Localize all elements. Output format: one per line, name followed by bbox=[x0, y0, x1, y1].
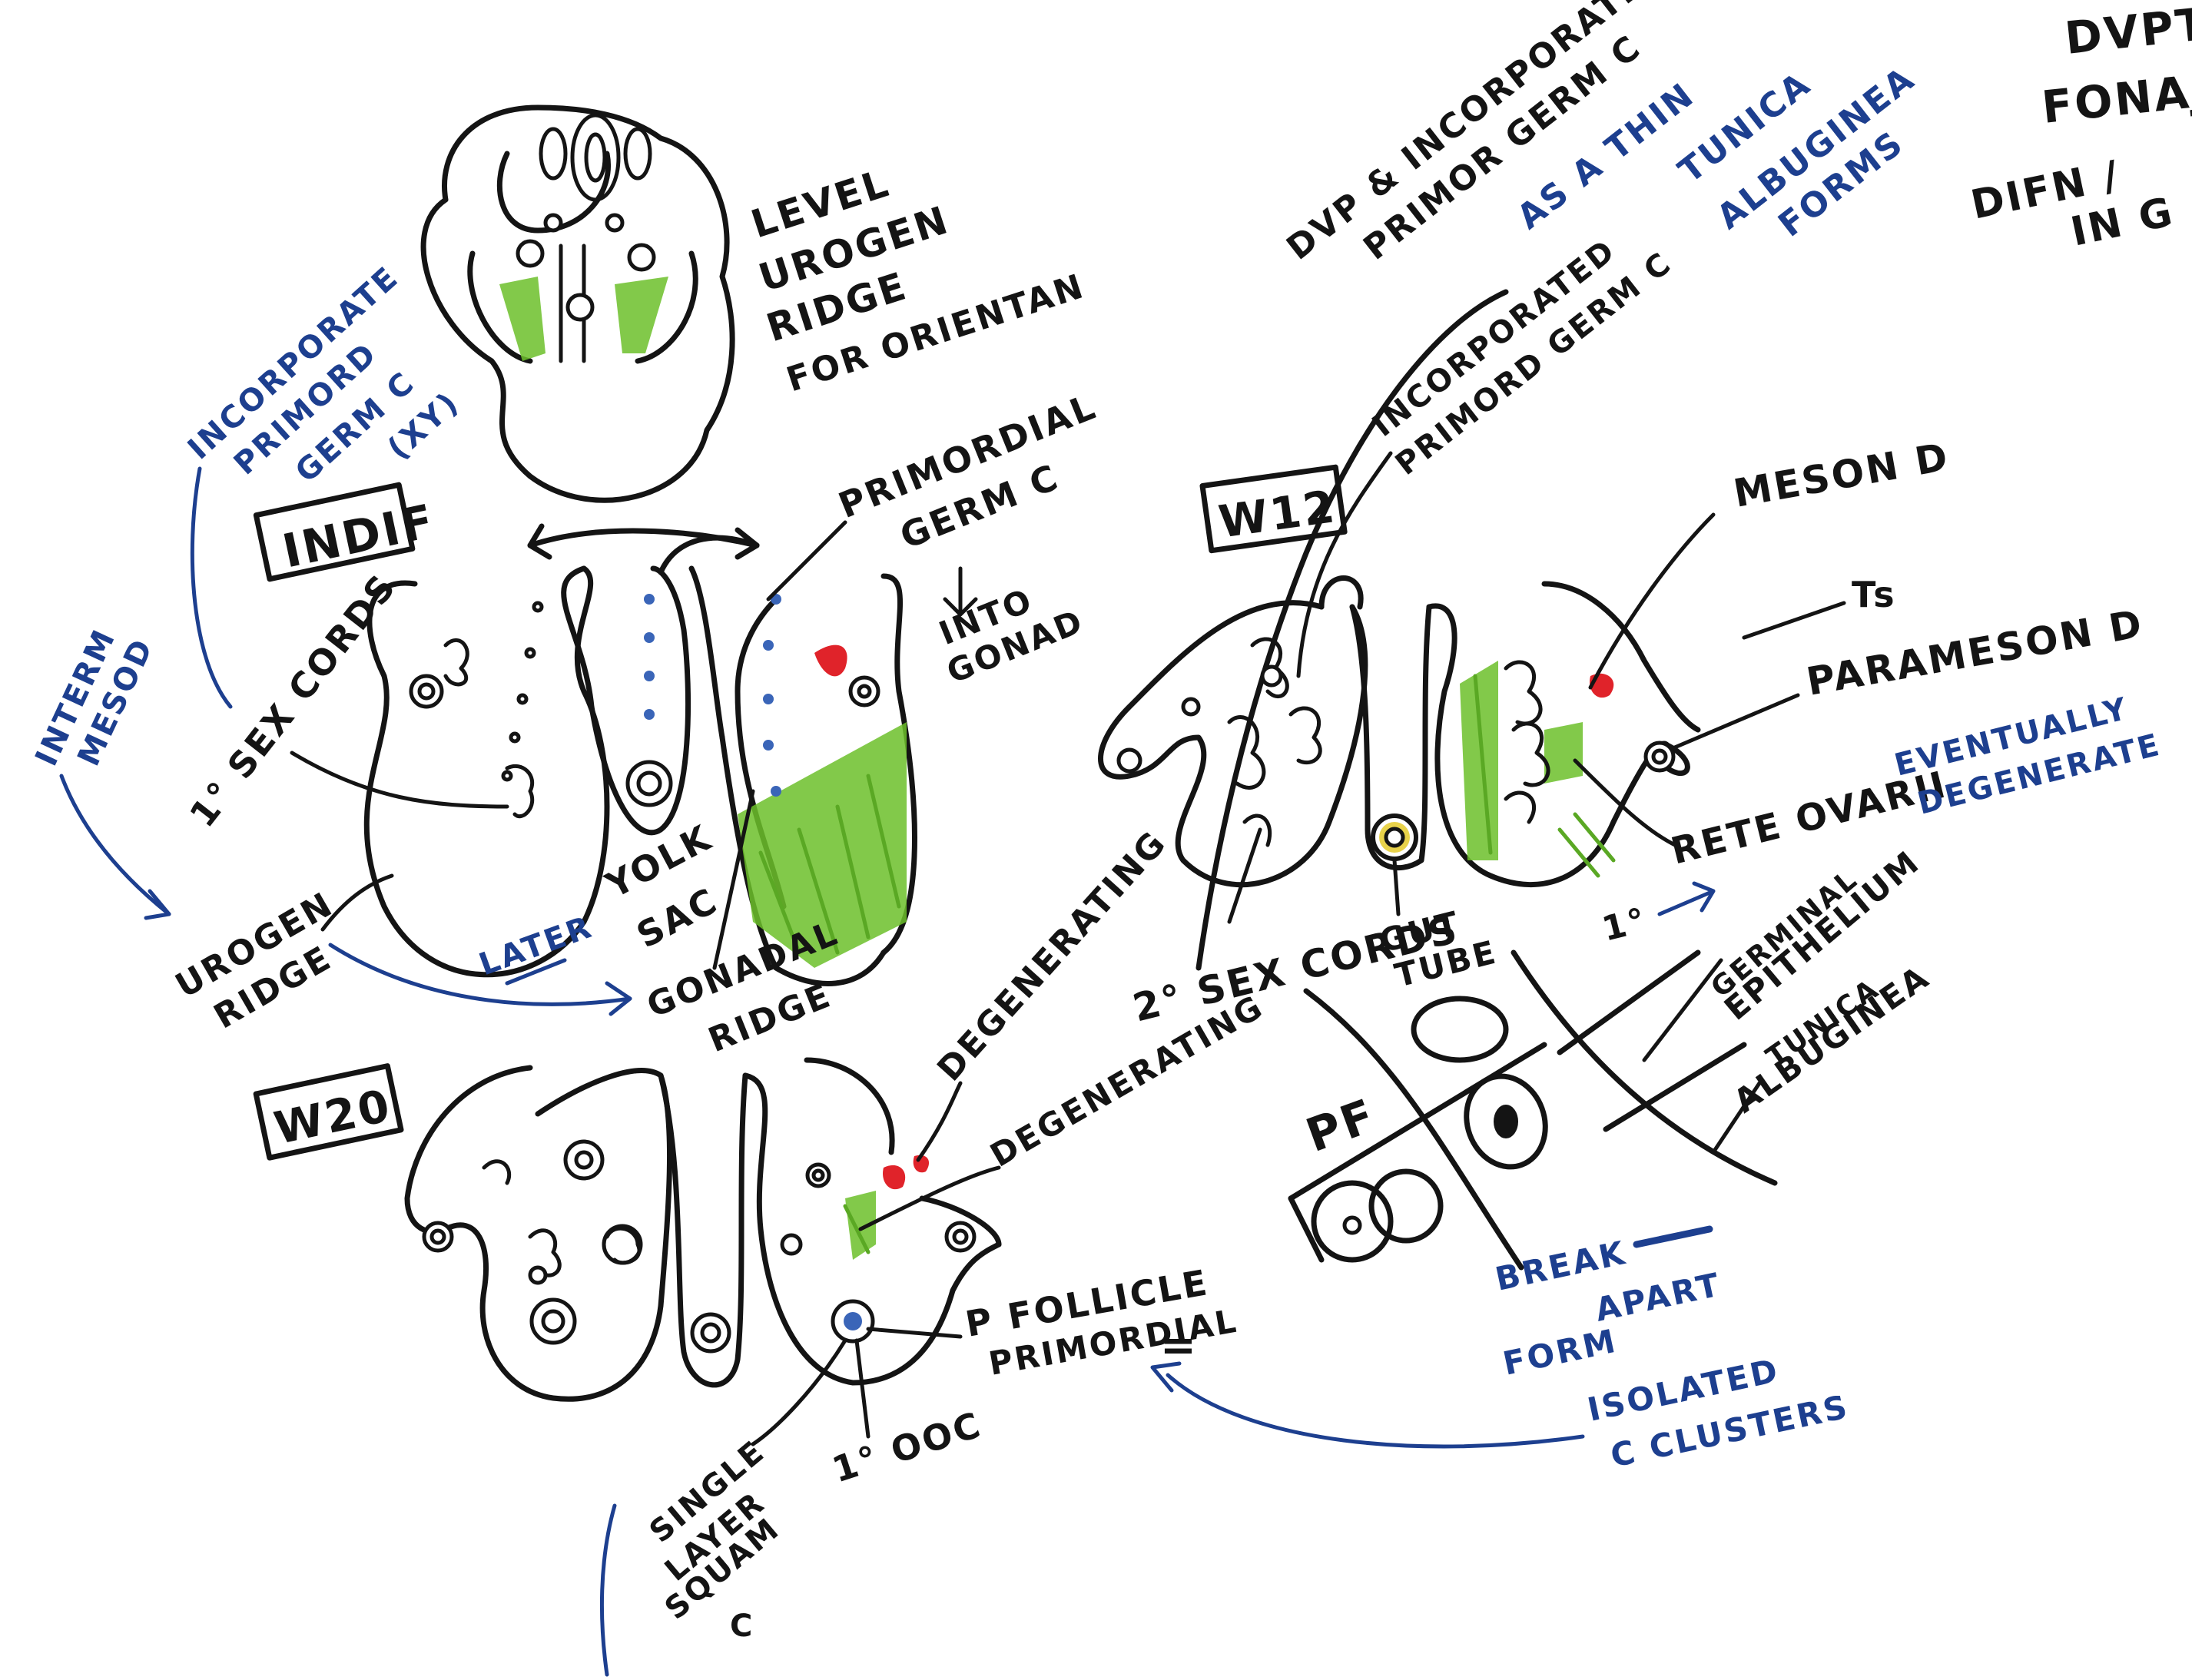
follicle-inset: PF GERMINAL EPITHELIUM TUNICA ALBUGINEA … bbox=[1152, 843, 1937, 1475]
break-apart-label-2: APART bbox=[1592, 1265, 1725, 1328]
equals-sign: = bbox=[1160, 1320, 1199, 1370]
note-line-1: DVPT bbox=[2062, 0, 2192, 65]
primary-oocyte-label: 1° OOC bbox=[827, 1403, 987, 1490]
break-apart-label-3: FORM bbox=[1500, 1322, 1620, 1383]
mesonephric-duct-label: MESON D bbox=[1730, 434, 1953, 515]
w12-stage: DVP & INCORPORATE PRIMOR GERM C AS A THI… bbox=[1101, 0, 2165, 1031]
testis-label: Ts bbox=[1852, 574, 1897, 615]
w20-box-label: W20 bbox=[270, 1079, 396, 1155]
w12-box-label: W12 bbox=[1215, 480, 1340, 548]
paramesonephric-duct-label: PARAMESON D bbox=[1803, 601, 2147, 704]
indif-stage: INDIF bbox=[28, 260, 1103, 1061]
degenerating-label-1: DEGENERATING bbox=[930, 823, 1175, 1089]
degenerating-label-2: DEGENERATING bbox=[984, 987, 1271, 1174]
single-layer-label-4: C bbox=[730, 1609, 754, 1644]
top-right-note: DVPT FONAJ DIFN / IN G bbox=[1967, 0, 2192, 256]
dvp-label-1: DVP & INCORPORATE bbox=[1279, 0, 1651, 268]
w12-one-degree-label: 1° bbox=[1598, 900, 1651, 949]
note-line-2: FONAJ bbox=[2039, 64, 2192, 134]
